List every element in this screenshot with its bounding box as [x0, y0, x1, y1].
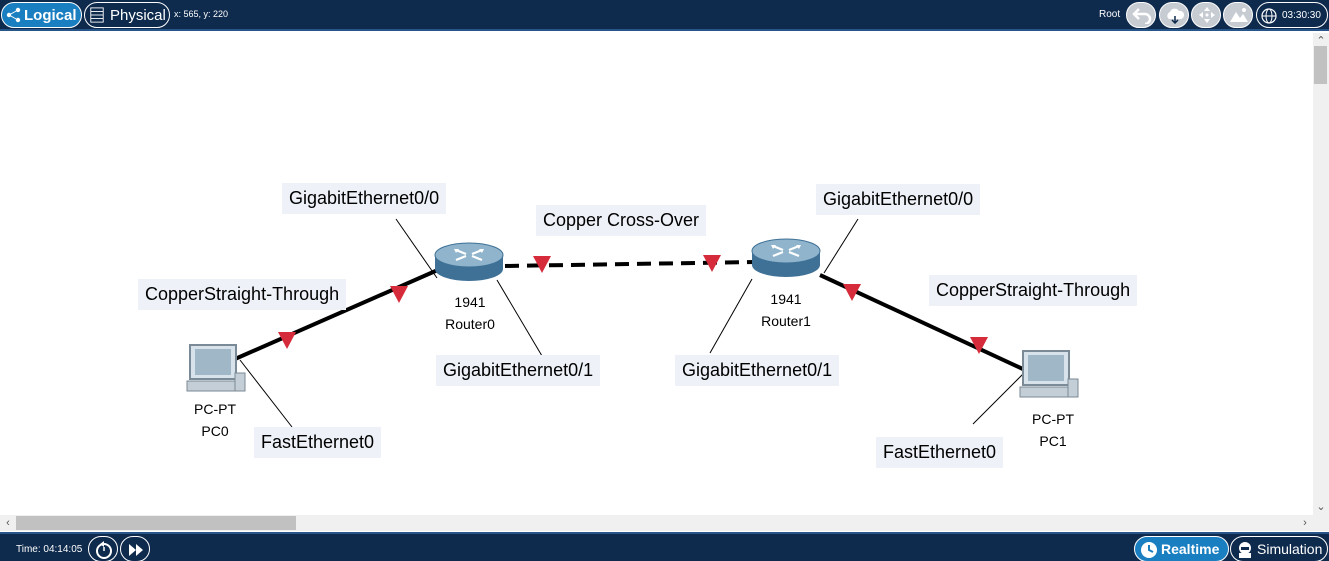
simulation-label: Simulation — [1257, 541, 1323, 557]
leader-pc1-fa0 — [972, 369, 1028, 425]
bottom-toolbar: Time: 04:14:05 Realtime — [0, 532, 1329, 561]
scroll-up-icon[interactable]: ⌃ — [1316, 35, 1326, 47]
back-button[interactable] — [1126, 2, 1156, 28]
link-status-marker — [390, 286, 408, 303]
leader-pc0-fa0 — [239, 359, 293, 428]
move-button[interactable] — [1191, 2, 1221, 28]
move-arrows-icon — [1199, 7, 1215, 23]
link-status-marker — [533, 256, 551, 273]
network-clock-icon — [1261, 8, 1277, 24]
port-label-pc0-fa0[interactable]: FastEthernet0 — [254, 427, 382, 458]
router1-model: 1941 — [770, 291, 802, 307]
reset-time-button[interactable] — [88, 536, 118, 561]
leader-r1-g01 — [709, 278, 753, 354]
router-icon[interactable] — [749, 233, 823, 283]
horizontal-scrollbar[interactable] — [0, 515, 1313, 531]
back-arrow-icon — [1132, 8, 1152, 24]
logical-tab-label: Logical — [24, 6, 77, 24]
leader-r0-g01 — [496, 279, 546, 362]
cursor-coordinates: x: 565, y: 220 — [174, 9, 229, 19]
port-label-pc1-fa0[interactable]: FastEthernet0 — [876, 437, 1004, 468]
link-status-marker — [843, 284, 861, 301]
port-label-router1-g00[interactable]: GigabitEthernet0/0 — [816, 184, 981, 215]
link-status-marker — [278, 332, 296, 349]
port-label-router1-g01[interactable]: GigabitEthernet0/1 — [675, 355, 840, 386]
landscape-icon — [1230, 8, 1248, 22]
logical-network-icon — [6, 7, 21, 23]
background-button[interactable] — [1223, 2, 1253, 28]
vertical-scroll-thumb[interactable] — [1314, 46, 1327, 84]
logical-tab[interactable]: Logical — [1, 2, 82, 28]
fast-forward-icon — [129, 544, 143, 556]
topology-links — [234, 218, 1028, 428]
stopwatch-icon — [1239, 542, 1251, 558]
link-pc0-router0[interactable] — [234, 267, 441, 361]
realtime-label: Realtime — [1161, 541, 1220, 557]
scroll-down-icon[interactable]: ⌄ — [1316, 501, 1326, 513]
physical-tab[interactable]: Physical — [84, 2, 170, 28]
cloud-icon — [1167, 8, 1185, 24]
vertical-scrollbar[interactable] — [1313, 33, 1329, 515]
cable-label-left-straight[interactable]: CopperStraight-Through — [138, 279, 347, 310]
port-label-router0-g00[interactable]: GigabitEthernet0/0 — [282, 183, 447, 214]
link-status-marker — [703, 255, 721, 272]
port-label-router0-g01[interactable]: GigabitEthernet0/1 — [436, 355, 601, 386]
cable-label-right-straight[interactable]: CopperStraight-Through — [929, 275, 1138, 306]
simulation-time: Time: 04:14:05 — [16, 544, 83, 555]
reset-clock-icon — [96, 541, 112, 559]
top-toolbar: Logical Physical x: 565, y: 220 Root — [0, 0, 1329, 31]
pc-icon[interactable] — [1018, 349, 1080, 403]
pc0-model: PC-PT — [194, 401, 236, 417]
simulation-mode-button[interactable]: Simulation — [1230, 536, 1328, 561]
cable-label-cross-over[interactable]: Copper Cross-Over — [536, 205, 707, 236]
link-status-marker — [970, 337, 988, 354]
pc1-name[interactable]: PC1 — [1039, 433, 1067, 449]
clock-display: 03:30:30 — [1256, 2, 1328, 28]
clock-icon — [1141, 542, 1157, 558]
scroll-left-icon[interactable]: ‹ — [6, 517, 10, 529]
router0-name[interactable]: Router0 — [445, 316, 495, 332]
clock-time: 03:30:30 — [1282, 9, 1321, 21]
fast-forward-button[interactable] — [120, 536, 150, 561]
pc1-model: PC-PT — [1032, 411, 1074, 427]
pc0-name[interactable]: PC0 — [201, 423, 229, 439]
leader-r0-g00 — [395, 218, 438, 279]
cluster-button[interactable] — [1159, 2, 1189, 28]
horizontal-scroll-thumb[interactable] — [16, 516, 296, 530]
physical-tab-label: Physical — [110, 6, 166, 24]
leader-r1-g00 — [823, 218, 859, 274]
realtime-mode-button[interactable]: Realtime — [1134, 536, 1229, 561]
root-label: Root — [1099, 9, 1121, 20]
router-icon[interactable] — [432, 237, 506, 287]
router0-model: 1941 — [454, 294, 486, 310]
scroll-right-icon[interactable]: › — [1303, 517, 1307, 529]
scrollbar-corner — [1313, 515, 1329, 531]
rack-icon — [90, 7, 104, 23]
logical-workspace[interactable]: 1941 Router0 1941 Router1 PC-PT PC0 PC-P… — [0, 33, 1313, 515]
pc-icon[interactable] — [185, 343, 247, 397]
router1-name[interactable]: Router1 — [761, 313, 811, 329]
